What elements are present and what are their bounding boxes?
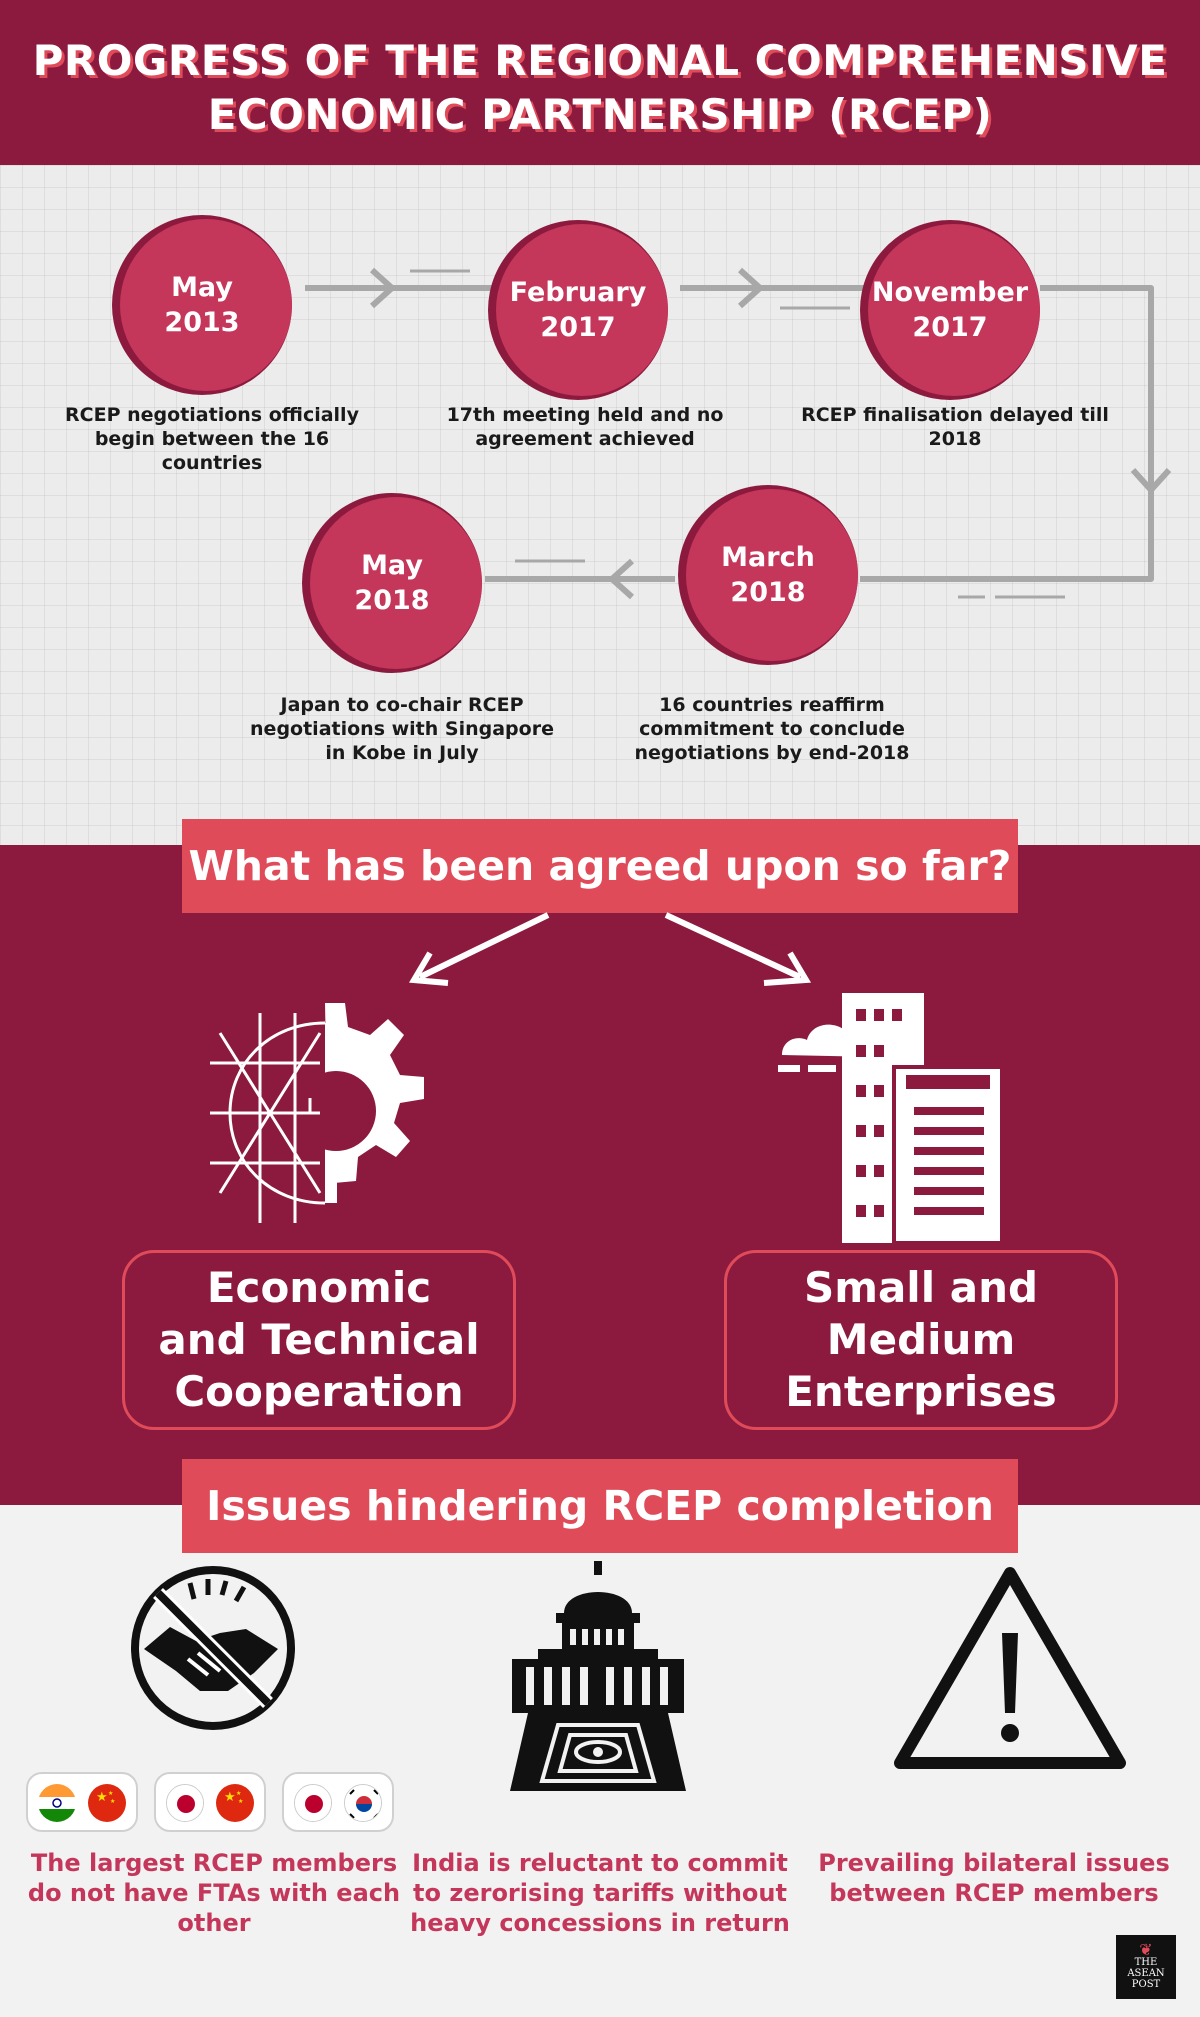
gear-icon (210, 1003, 424, 1223)
arrow-right-icon (369, 267, 395, 309)
milestone-description: Japan to co-chair RCEP negotiations with… (250, 694, 554, 764)
asean-post-logo: ❦ THE ASEAN POST (1116, 1935, 1176, 1999)
milestone-description: 17th meeting held and no agreement achie… (446, 404, 724, 450)
arrow-line (664, 912, 802, 980)
milestone-may-2018: May 2018 (302, 493, 482, 673)
arrow-right-icon (737, 267, 763, 309)
bird-icon: ❦ (1139, 1940, 1153, 1959)
milestone-year: 2017 (540, 312, 616, 343)
card-line: Cooperation (174, 1367, 464, 1416)
milestone-month: November (871, 277, 1029, 308)
arrow-head-icon (763, 951, 812, 986)
milestone-date: November 2017 (860, 220, 1040, 400)
flag-pair-japan-china: ★★★ (154, 1772, 266, 1832)
milestone-circle (868, 224, 1040, 396)
milestone-description: 16 countries reaffirm commitment to conc… (634, 694, 910, 764)
logo-line: THE (1134, 1957, 1158, 1968)
milestone-circle (120, 219, 292, 391)
no-handshake-icon (131, 1566, 295, 1730)
milestone-feb-2017: February 2017 (488, 220, 668, 400)
milestone-year: 2018 (354, 585, 430, 616)
milestone-month: May (171, 272, 233, 303)
japan-flag-icon (294, 1784, 332, 1822)
warning-icon (894, 1567, 1126, 1769)
milestone-circle (310, 497, 482, 669)
flag-pair-india-china: ★★★ (26, 1772, 138, 1832)
china-flag-icon: ★★★ (88, 1784, 126, 1822)
issue-description: The largest RCEP members do not have FTA… (27, 1849, 401, 1937)
card-line: Economic (206, 1263, 432, 1312)
svg-text:★: ★ (236, 1790, 241, 1797)
svg-text:★: ★ (238, 1798, 243, 1805)
issues-heading: Issues hindering RCEP completion (182, 1459, 1018, 1553)
agreed-card-economic: Economic and Technical Cooperation (122, 1250, 516, 1430)
issue-description: Prevailing bilateral issues between RCEP… (818, 1849, 1170, 1907)
milestone-month: February (509, 277, 647, 308)
milestone-mar-2018: March 2018 (678, 485, 858, 665)
title-line-2: ECONOMIC PARTNERSHIP (RCEP) (207, 90, 993, 139)
card-line: Enterprises (785, 1367, 1057, 1416)
milestone-description: RCEP finalisation delayed till 2018 (801, 404, 1109, 450)
card-line: and Technical (158, 1315, 480, 1364)
milestone-date: March 2018 (678, 485, 858, 665)
timeline-section: May 2013 RCEP negotiations officially be… (0, 165, 1200, 845)
milestone-month: May (361, 550, 423, 581)
title-line-1: PROGRESS OF THE REGIONAL COMPREHENSIVE (32, 36, 1168, 85)
milestone-year: 2017 (912, 312, 988, 343)
flag-pair-japan-korea (282, 1772, 394, 1832)
arrow-line (418, 912, 550, 980)
svg-text:★: ★ (96, 1790, 108, 1805)
milestone-description: RCEP negotiations officially begin betwe… (65, 404, 359, 474)
agreed-heading: What has been agreed upon so far? (182, 819, 1018, 913)
arrow-left-icon (609, 558, 635, 600)
south-korea-flag-icon (344, 1784, 382, 1822)
agreed-card-sme: Small and Medium Enterprises (724, 1250, 1118, 1430)
china-flag-icon: ★★★ (216, 1784, 254, 1822)
arrow-head-icon (408, 951, 449, 986)
japan-flag-icon (166, 1784, 204, 1822)
milestone-date: May 2013 (112, 215, 292, 395)
svg-text:★: ★ (224, 1790, 236, 1805)
svg-text:★: ★ (110, 1798, 115, 1805)
header: PROGRESS OF THE REGIONAL COMPREHENSIVE E… (0, 0, 1200, 165)
issues-section: ★★★ ★★★ (0, 1505, 1200, 2017)
milestone-year: 2018 (730, 577, 806, 608)
card-line: Medium (826, 1315, 1016, 1364)
card-line: Small and (803, 1263, 1039, 1312)
connector-line (860, 285, 1154, 582)
milestone-month: March (721, 542, 815, 573)
page-title: PROGRESS OF THE REGIONAL COMPREHENSIVE E… (0, 34, 1200, 142)
timeline-connectors (305, 267, 1172, 600)
india-flag-icon (38, 1784, 76, 1822)
milestone-circle (686, 489, 858, 661)
milestone-may-2013: May 2013 (112, 215, 292, 395)
logo-line: ASEAN (1127, 1968, 1165, 1979)
agreed-section: What has been agreed upon so far? (0, 819, 1200, 1553)
milestone-circle (496, 224, 668, 396)
buildings-icon (778, 993, 1004, 1245)
milestone-date: February 2017 (488, 220, 668, 400)
split-arrows (408, 912, 812, 986)
issue-description: India is reluctant to commit to zerorisi… (410, 1849, 790, 1937)
parliament-icon (510, 1561, 686, 1791)
milestone-year: 2013 (164, 307, 240, 338)
svg-text:★: ★ (108, 1790, 113, 1797)
logo-line: POST (1131, 1979, 1161, 1990)
milestone-date: May 2018 (302, 493, 482, 673)
milestone-nov-2017: November 2017 (860, 220, 1040, 400)
arrow-down-icon (1130, 467, 1172, 493)
